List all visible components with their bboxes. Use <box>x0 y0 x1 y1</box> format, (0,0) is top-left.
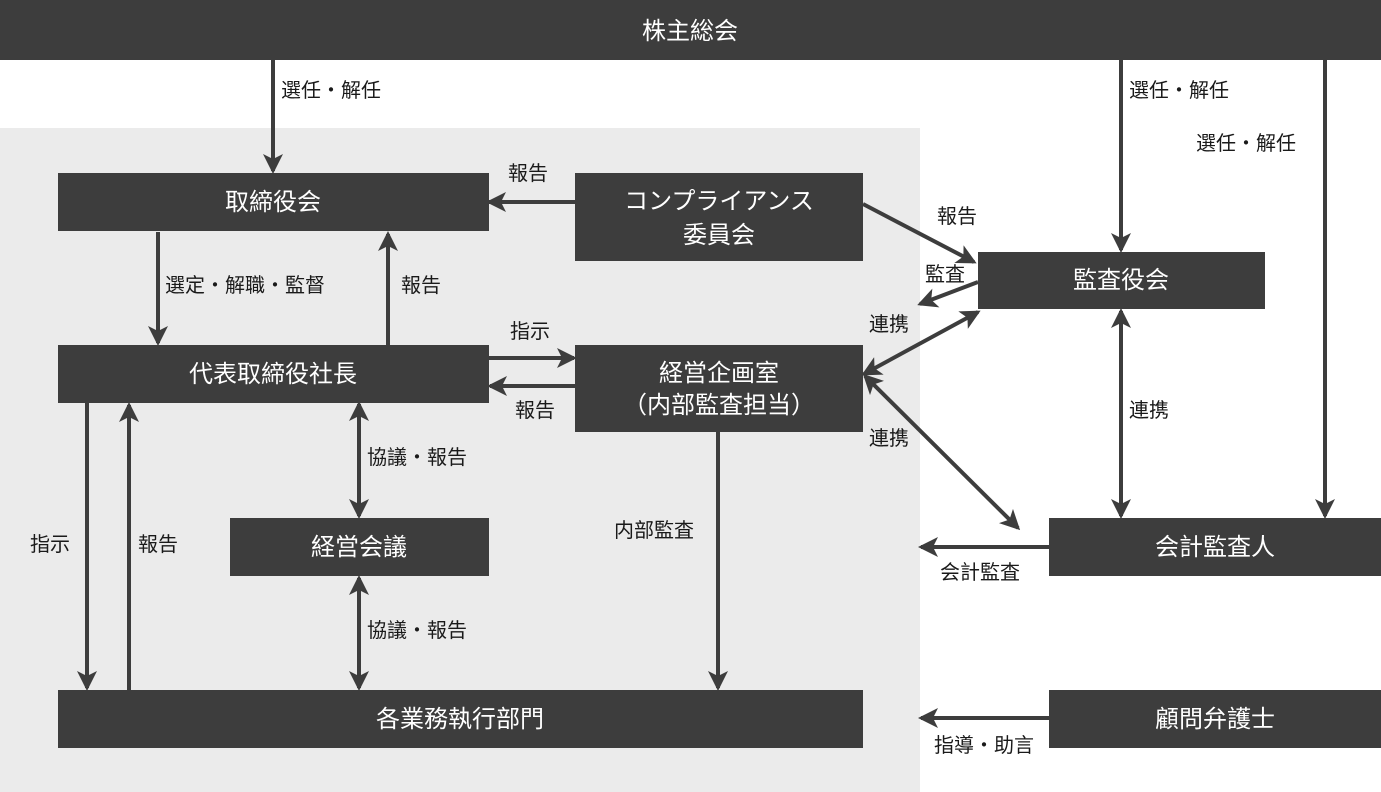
auditors-board-box: 監査役会 <box>978 252 1265 309</box>
label-report-planning-president: 報告 <box>515 398 555 422</box>
label-instruction-planning: 指示 <box>510 319 550 343</box>
compliance-committee-box: コンプライアンス 委員会 <box>575 173 863 261</box>
label-accounting-audit: 会計監査 <box>940 560 1020 584</box>
board-of-directors-label: 取締役会 <box>225 188 321 216</box>
president-label: 代表取締役社長 <box>189 360 357 388</box>
shareholders-meeting-label: 株主総会 <box>642 17 738 45</box>
business-units-label: 各業務執行部門 <box>376 705 544 733</box>
label-cooperation-auditors-accounting: 連携 <box>1129 398 1169 422</box>
shareholders-meeting-box: 株主総会 <box>0 0 1381 60</box>
arrow-auditors-audit <box>917 280 979 308</box>
accounting-auditor-box: 会計監査人 <box>1049 518 1381 576</box>
compliance-committee-label-line2: 委員会 <box>683 221 755 249</box>
management-meeting-box: 経営会議 <box>230 518 489 576</box>
label-cooperation-auditors-planning: 連携 <box>869 312 909 336</box>
business-units-box: 各業務執行部門 <box>58 690 863 748</box>
legal-advisor-label: 顧問弁護士 <box>1155 705 1275 733</box>
planning-office-label-line2: （内部監査担当） <box>623 391 815 419</box>
label-consult-report-lower: 協議・報告 <box>367 618 467 642</box>
label-elect-dismiss-accounting: 選任・解任 <box>1196 131 1296 155</box>
planning-office-label-line1: 経営企画室 <box>659 359 779 387</box>
board-of-directors-box: 取締役会 <box>58 173 489 231</box>
label-cooperation-planning-accounting: 連携 <box>869 426 909 450</box>
accounting-auditor-label: 会計監査人 <box>1155 533 1275 561</box>
president-box: 代表取締役社長 <box>58 345 489 403</box>
label-appoint-supervise: 選定・解職・監督 <box>165 273 325 297</box>
label-elect-dismiss-auditors: 選任・解任 <box>1129 78 1229 102</box>
arrow-auditors-planning-cooperation <box>861 310 981 376</box>
label-elect-dismiss-board: 選任・解任 <box>281 78 381 102</box>
label-report-president-board: 報告 <box>401 273 441 297</box>
label-guidance-advice: 指導・助言 <box>934 733 1034 757</box>
management-meeting-label: 経営会議 <box>311 533 407 561</box>
label-instruction-units: 指示 <box>30 532 70 556</box>
label-report-compliance-board: 報告 <box>508 161 548 185</box>
label-report-compliance-auditors: 報告 <box>937 204 977 228</box>
auditors-board-label: 監査役会 <box>1073 266 1169 294</box>
label-audit: 監査 <box>925 262 965 286</box>
edge-labels: 選任・解任 選任・解任 選任・解任 報告 報告 選定・解職・監督 報告 監査 連… <box>30 78 1296 757</box>
label-internal-audit: 内部監査 <box>614 518 694 542</box>
arrow-planning-accounting-cooperation <box>862 373 1021 531</box>
label-consult-report-upper: 協議・報告 <box>367 445 467 469</box>
planning-office-box: 経営企画室 （内部監査担当） <box>575 345 863 432</box>
arrow-compliance-to-auditors <box>862 202 977 264</box>
legal-advisor-box: 顧問弁護士 <box>1049 690 1381 748</box>
connectors <box>77 60 1335 728</box>
label-report-units-president: 報告 <box>138 532 178 556</box>
compliance-committee-label-line1: コンプライアンス <box>624 187 814 215</box>
